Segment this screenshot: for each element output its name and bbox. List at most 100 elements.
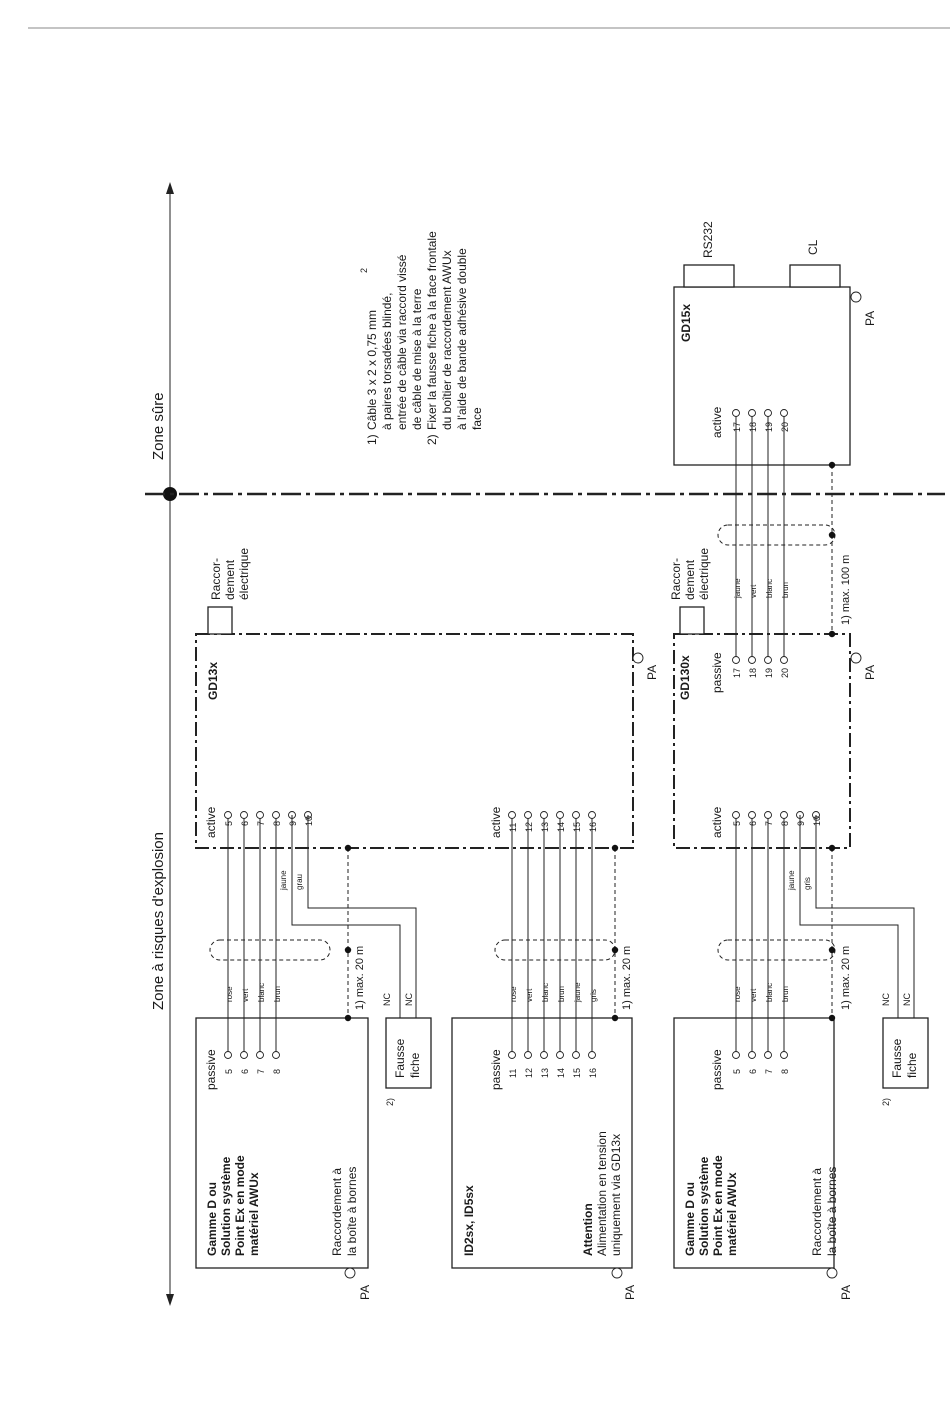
terminal-label-gd130x-20: 20 xyxy=(780,668,790,678)
terminal-label-gamme2-6: 6 xyxy=(748,1069,758,1074)
gd13x-active-2: active xyxy=(489,806,503,838)
wire-label-gd130x-jaune: jaune xyxy=(787,870,796,891)
terminal-label-gamme2-8: 8 xyxy=(780,1069,790,1074)
terminal-gd13x-7 xyxy=(256,811,264,819)
wire-label-gd15x-vert: vert xyxy=(749,584,758,598)
wire-label-gamme1-brun: brun xyxy=(273,986,282,1002)
fausse-fiche-1-line2: fiche xyxy=(408,1052,422,1078)
fausse-fiche-2-nc-1: NC xyxy=(881,993,891,1006)
rs232-label: RS232 xyxy=(701,221,715,258)
terminal-label-id2sx-11: 11 xyxy=(508,1069,518,1078)
id2sx-pa-symbol xyxy=(611,1267,623,1279)
terminal-id2sx-14 xyxy=(556,1051,564,1059)
rs232-connector xyxy=(683,264,735,288)
terminal-label-gd130x-9: 9 xyxy=(796,821,806,826)
terminal-label-gamme2-5: 5 xyxy=(732,1069,742,1074)
gd15x-pa-symbol xyxy=(850,291,862,303)
terminal-gd13x-8 xyxy=(272,811,280,819)
terminal-label-gd130x-8: 8 xyxy=(780,821,790,826)
wire-gd13x-10-nc xyxy=(307,815,417,1018)
terminal-label-gd13x-14: 14 xyxy=(556,822,566,832)
wire-label-id2sx-brun: brun xyxy=(557,986,566,1002)
gd13x-active-1: active xyxy=(204,806,218,838)
note1-number: 1) xyxy=(365,434,379,445)
wire-label-id2sx-gris: gris xyxy=(589,989,598,1002)
ground-dot-2c xyxy=(611,1014,619,1022)
terminal-label-gamme1-5: 5 xyxy=(224,1069,234,1074)
wire-label-gamme1-rose: rose xyxy=(225,986,234,1002)
terminal-gd13x-11 xyxy=(508,811,516,819)
ground-dot-1a xyxy=(344,844,352,852)
fausse-fiche-1 xyxy=(385,1017,432,1089)
terminal-label-gd13x-9: 9 xyxy=(288,821,298,826)
terminal-gd130x-7 xyxy=(764,811,772,819)
terminal-gd13x-5 xyxy=(224,811,232,819)
gd13x-connector xyxy=(207,606,233,635)
ground-dot-4c xyxy=(828,630,836,638)
hazardous-zone-label: Zone à risques d'explosion xyxy=(150,832,167,1010)
gd130x-pa-symbol xyxy=(850,652,862,664)
gamme-d-2-line4: matériel AWUx xyxy=(725,1172,739,1256)
terminal-gd15x-19 xyxy=(764,409,772,417)
gamme-d-1-line2: Solution système xyxy=(219,1156,233,1256)
terminal-gamme1-5 xyxy=(224,1051,232,1059)
gamme-d-1-line1: Gamme D ou xyxy=(205,1182,219,1256)
terminal-label-gd130x-6: 6 xyxy=(748,821,758,826)
wire-label-id2sx-rose: rose xyxy=(509,986,518,1002)
fausse-fiche-2-note: 2) xyxy=(881,1098,891,1106)
terminal-gd13x-13 xyxy=(540,811,548,819)
terminal-gd15x-20 xyxy=(780,409,788,417)
wire-gd13x-9-nc xyxy=(291,815,401,1018)
ground-dot-1b xyxy=(344,946,352,954)
terminal-label-gamme1-6: 6 xyxy=(240,1069,250,1074)
terminal-gd130x-6 xyxy=(748,811,756,819)
terminal-gamme1-6 xyxy=(240,1051,248,1059)
fausse-fiche-2 xyxy=(882,1017,929,1089)
gd130x-connector xyxy=(679,606,705,635)
gamme-d-2-line1: Gamme D ou xyxy=(683,1182,697,1256)
gamme-d-1-racc-2: la boîte à bornes xyxy=(345,1167,359,1256)
zone-arrow xyxy=(163,182,177,1306)
terminal-label-id2sx-15: 15 xyxy=(572,1068,582,1078)
id2sx-alim-1: Alimentation en tension xyxy=(595,1131,609,1256)
distance-label-1: 1) max. 20 m xyxy=(354,946,366,1010)
gamme-d-1-line3: Point Ex en mode xyxy=(233,1155,247,1256)
gd13x-raccordement-2: dement xyxy=(223,559,237,600)
gamme-d-2-line3: Point Ex en mode xyxy=(711,1155,725,1256)
terminal-gamme1-8 xyxy=(272,1051,280,1059)
note1-line1: Câble 3 x 2 x 0,75 mm xyxy=(365,310,379,430)
gd130x-passive: passive xyxy=(710,652,724,693)
distance-label-100: 1) max. 100 m xyxy=(840,555,852,625)
gamme-d-2-passive: passive xyxy=(710,1049,724,1090)
wire-label-gd13x-jaune: jaune xyxy=(279,870,288,891)
wire-label-gd15x-brun: brun xyxy=(781,582,790,598)
gd130x-active: active xyxy=(710,806,724,838)
ground-dot-2a xyxy=(611,844,619,852)
terminal-gd13x-15 xyxy=(572,811,580,819)
terminal-label-id2sx-12: 12 xyxy=(524,1068,534,1078)
gd130x-raccordement-1: Raccor- xyxy=(669,558,683,600)
gamme-d-2-pa-label: PA xyxy=(839,1285,853,1300)
id2sx-passive: passive xyxy=(489,1049,503,1090)
wire-label-id2sx-vert: vert xyxy=(525,988,534,1002)
terminal-gd13x-14 xyxy=(556,811,564,819)
note2-line1: Fixer la fausse fiche à la face frontale xyxy=(425,231,439,430)
notes: 1) Câble 3 x 2 x 0,75 mm 2 à paires tors… xyxy=(359,231,484,445)
terminal-gd130x-18 xyxy=(748,656,756,664)
terminal-id2sx-16 xyxy=(588,1051,596,1059)
wire-label-gd13x-grau: grau xyxy=(295,874,304,890)
gd130x-box xyxy=(673,633,851,849)
terminal-gamme1-7 xyxy=(256,1051,264,1059)
note2-line2: du boîtier de raccordement AWUx xyxy=(440,250,454,430)
id2sx-attention: Attention xyxy=(581,1203,595,1256)
fausse-fiche-2-nc-2: NC xyxy=(902,993,912,1006)
ground-dot-4a xyxy=(828,461,836,469)
terminal-gd13x-12 xyxy=(524,811,532,819)
gd130x-raccordement-2: dement xyxy=(683,559,697,600)
gd15x-box xyxy=(673,286,851,466)
fausse-fiche-2-line2: fiche xyxy=(905,1052,919,1078)
note1-line4: de câble de mise à la terre xyxy=(410,288,424,430)
note2-number: 2) xyxy=(425,434,439,445)
terminal-gd15x-18 xyxy=(748,409,756,417)
wire-label-gd130x-gris: gris xyxy=(803,877,812,890)
